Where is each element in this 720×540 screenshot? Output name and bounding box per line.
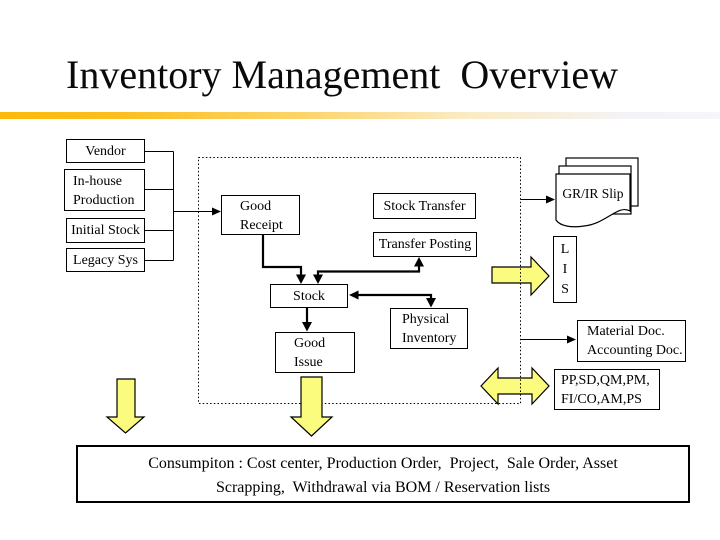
- good-issue-box: Good Issue: [275, 332, 355, 373]
- sap-modules-line2: FI/CO,AM,PS: [561, 392, 642, 407]
- grir-slip-document-stack-icon: [555, 157, 639, 228]
- lis-letter-s: S: [561, 282, 569, 297]
- physical-inventory-label: Physical Inventory: [402, 312, 457, 346]
- initial-stock-label: Initial Stock: [71, 223, 140, 238]
- stock-transfer-label: Stock Transfer: [383, 198, 466, 214]
- good-issue-label: Good Issue: [294, 336, 326, 370]
- flow-arrow-down-left-icon: [105, 378, 146, 434]
- good-receipt-box: Good Receipt: [221, 195, 300, 235]
- accounting-doc-line: Accounting Doc.: [587, 343, 683, 358]
- document-arrow-lines: [520, 199, 568, 340]
- vendor-box: Vendor: [66, 139, 145, 163]
- good-receipt-label: Good Receipt: [240, 199, 283, 233]
- legacy-sys-box: Legacy Sys: [66, 248, 145, 272]
- transfer-posting-label: Transfer Posting: [378, 237, 472, 252]
- material-doc-line: Material Doc.: [587, 324, 665, 339]
- sap-modules-line1: PP,SD,QM,PM,: [561, 373, 650, 388]
- flow-arrow-double-horizontal-icon: [480, 366, 550, 406]
- in-house-production-label: In-house Production: [73, 174, 135, 208]
- page-title: Inventory Management Overview: [66, 52, 619, 97]
- lis-letter-i: I: [562, 262, 568, 277]
- system-boundary-dotted-border: [198, 157, 521, 404]
- stock-label: Stock: [293, 288, 325, 304]
- title-accent-bar: [0, 112, 720, 119]
- stock-transfer-box: Stock Transfer: [373, 193, 476, 219]
- flow-arrow-down-consumption-icon: [289, 376, 334, 437]
- material-accounting-doc-box: Material Doc. Accounting Doc.: [577, 320, 686, 362]
- source-connector-lines: [145, 151, 214, 261]
- stock-box: Stock: [270, 284, 348, 308]
- arrowhead-into-good-receipt: [212, 207, 221, 216]
- grir-slip-label: GR/IR Slip: [562, 186, 624, 201]
- consumption-box: Consumpiton : Cost center, Production Or…: [76, 445, 690, 503]
- transfer-posting-box: Transfer Posting: [373, 232, 477, 257]
- consumption-line2: Scrapping, Withdrawal via BOM / Reservat…: [215, 479, 551, 496]
- physical-inventory-box: Physical Inventory: [390, 308, 468, 349]
- in-house-production-box: In-house Production: [64, 169, 145, 211]
- lis-letter-l: L: [560, 242, 570, 257]
- stock-flow-arrowheads: [296, 257, 436, 332]
- consumption-line1: Consumpiton : Cost center, Production Or…: [148, 455, 618, 472]
- arrowhead-into-material-doc: [567, 335, 576, 344]
- vendor-label: Vendor: [85, 143, 126, 159]
- sap-modules-box: PP,SD,QM,PM, FI/CO,AM,PS: [554, 369, 660, 410]
- arrowhead-into-grir-slip: [546, 195, 555, 204]
- initial-stock-box: Initial Stock: [66, 218, 145, 243]
- lis-box: L I S: [553, 236, 577, 303]
- legacy-sys-label: Legacy Sys: [73, 252, 138, 268]
